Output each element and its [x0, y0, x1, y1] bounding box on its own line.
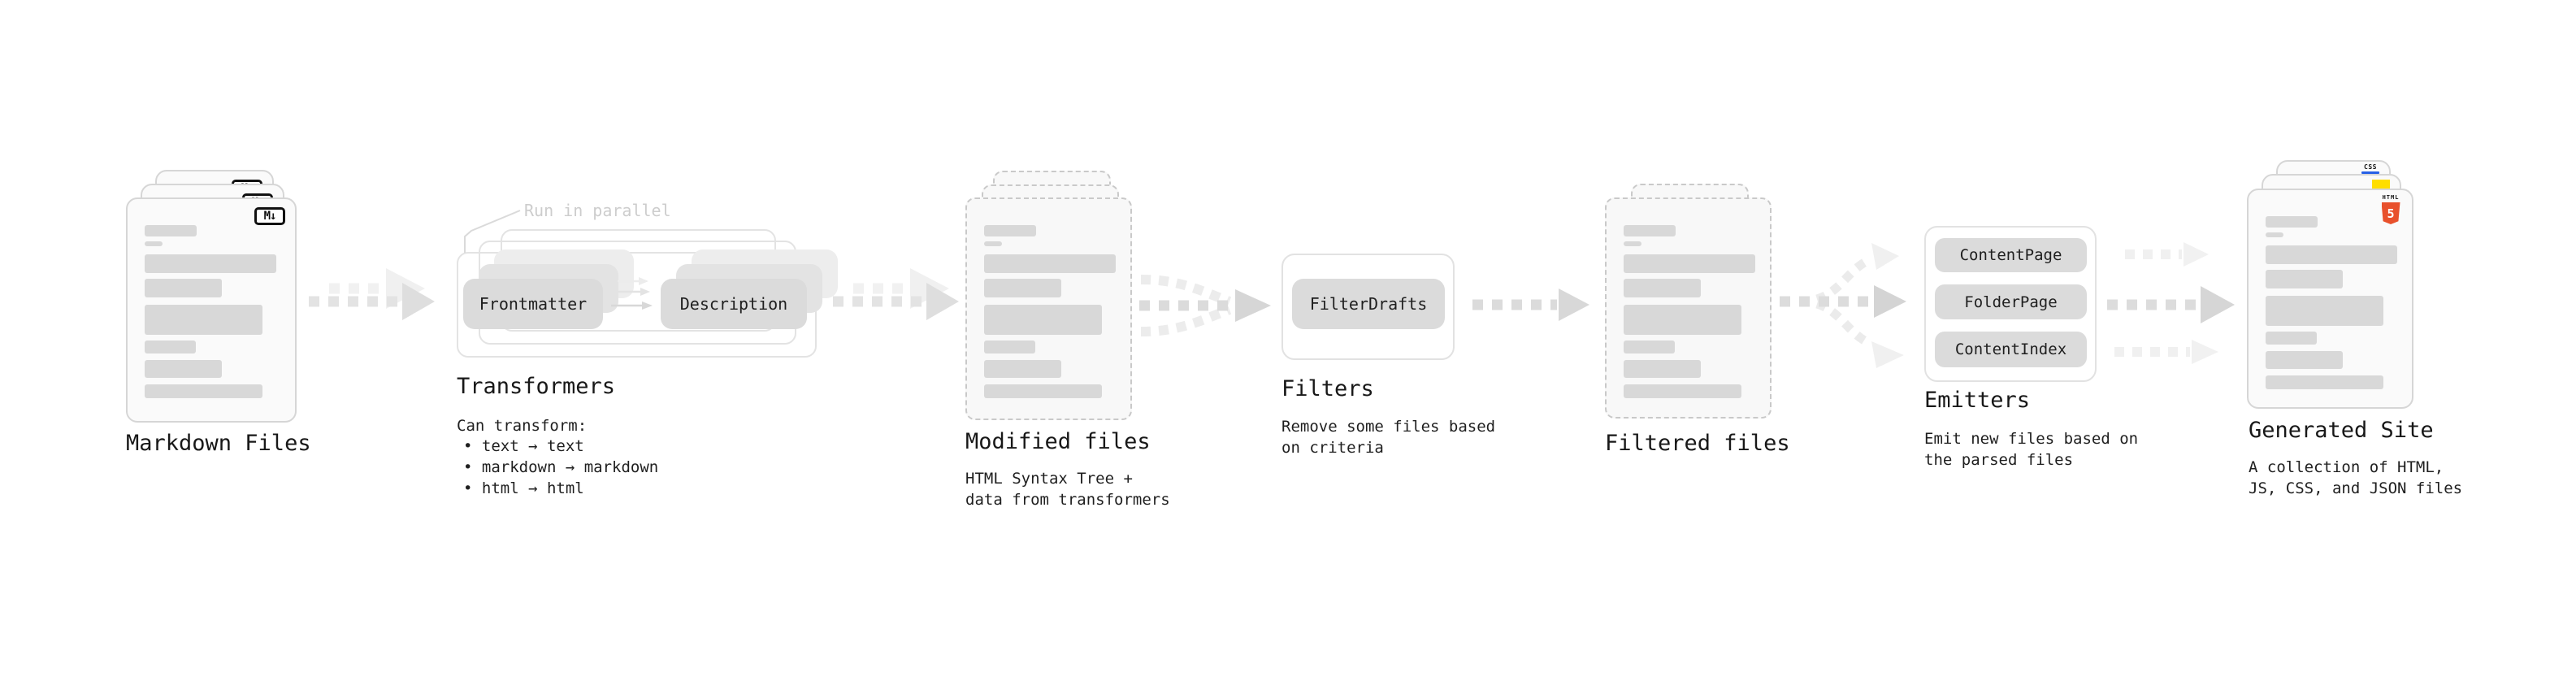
document-placeholder-lines: [128, 199, 295, 421]
text-placeholder-bar: [984, 241, 1002, 246]
text-placeholder-bar: [145, 360, 222, 378]
emitter-pill-contentpage: ContentPage: [1935, 238, 2087, 272]
split-arrow-icon: [1780, 243, 1906, 368]
text-placeholder-bar: [145, 241, 163, 246]
document-placeholder-lines: [1607, 199, 1770, 417]
transformer-pill-frontmatter: Frontmatter: [463, 279, 603, 329]
bullet-item: • html → html: [463, 479, 584, 497]
text-placeholder-bar: [145, 254, 276, 273]
merge-arrow-icon: [1139, 275, 1271, 336]
text-placeholder-bar: [145, 225, 197, 236]
text-placeholder-bar: [1624, 241, 1641, 246]
text-placeholder-bar: [145, 384, 262, 398]
text-placeholder-bar: [1624, 360, 1701, 378]
text-placeholder-bar: [145, 305, 262, 335]
text-placeholder-bar: [2266, 332, 2317, 345]
document-placeholder-lines: [967, 199, 1130, 419]
triple-arrow-icon: [2107, 242, 2235, 364]
text-placeholder-bar: [1624, 340, 1675, 354]
emitter-pill-contentindex: ContentIndex: [1935, 332, 2087, 367]
text-placeholder-bar: [984, 305, 1102, 335]
stage-label-markdown-files: Markdown Files: [126, 431, 311, 456]
callout-line: [464, 210, 521, 253]
modified-file-card-front: [965, 197, 1132, 420]
transformers-desc-title: Can transform:: [457, 417, 588, 435]
filters-desc: Remove some files based on criteria: [1281, 418, 1496, 457]
filter-pill-filterdrafts: FilterDrafts: [1292, 279, 1445, 329]
transformers-bullet-list: • text → text • markdown → markdown • ht…: [457, 436, 658, 499]
css3-icon: CSS: [2360, 164, 2381, 174]
stage-label-filters: Filters: [1281, 376, 1374, 401]
text-placeholder-bar: [1624, 279, 1701, 297]
text-placeholder-bar: [1624, 254, 1755, 273]
text-placeholder-bar: [2266, 245, 2397, 264]
text-placeholder-bar: [984, 254, 1116, 273]
text-placeholder-bar: [1624, 384, 1741, 398]
text-placeholder-bar: [145, 340, 196, 354]
text-placeholder-bar: [2266, 375, 2383, 389]
text-placeholder-bar: [984, 360, 1061, 378]
bullet-item: • markdown → markdown: [463, 458, 659, 476]
javascript-icon: [2372, 180, 2390, 190]
text-placeholder-bar: [984, 279, 1061, 297]
generated-file-card-front: HTML 5: [2247, 189, 2413, 409]
markdown-icon: M↓: [254, 207, 285, 225]
text-placeholder-bar: [1624, 225, 1676, 236]
emitter-pill-folderpage: FolderPage: [1935, 284, 2087, 319]
text-placeholder-bar: [984, 384, 1102, 398]
stage-label-emitters: Emitters: [1924, 388, 2031, 413]
emitters-desc: Emit new files based on the parsed files: [1924, 430, 2139, 469]
flow-arrow-icon: [833, 268, 959, 320]
text-placeholder-bar: [2266, 351, 2343, 369]
bullet-item: • text → text: [463, 437, 584, 455]
text-placeholder-bar: [984, 340, 1035, 354]
filtered-file-card-front: [1605, 197, 1772, 419]
stage-label-transformers: Transformers: [457, 374, 616, 399]
flow-arrow-icon: [1472, 288, 1589, 321]
text-placeholder-bar: [2266, 232, 2283, 237]
stage-label-modified-files: Modified files: [965, 429, 1151, 454]
run-in-parallel-note: Run in parallel: [524, 201, 671, 220]
generated-site-desc: A collection of HTML, JS, CSS, and JSON …: [2249, 458, 2463, 497]
html5-icon: HTML 5: [2380, 194, 2401, 224]
text-placeholder-bar: [2266, 296, 2383, 326]
text-placeholder-bar: [145, 279, 222, 297]
stage-label-generated-site: Generated Site: [2249, 418, 2434, 443]
markdown-file-card-front: M↓: [126, 197, 297, 423]
transformer-pill-description: Description: [661, 279, 807, 329]
text-placeholder-bar: [2266, 270, 2343, 288]
stage-label-filtered-files: Filtered files: [1605, 431, 1790, 456]
text-placeholder-bar: [1624, 305, 1741, 335]
flow-arrow-icon: [309, 268, 435, 320]
document-placeholder-lines: [2249, 190, 2412, 407]
modified-files-desc: HTML Syntax Tree + data from transformer…: [965, 470, 1170, 509]
text-placeholder-bar: [2266, 216, 2318, 228]
parallel-arrows-icon: [611, 277, 653, 310]
text-placeholder-bar: [984, 225, 1036, 236]
